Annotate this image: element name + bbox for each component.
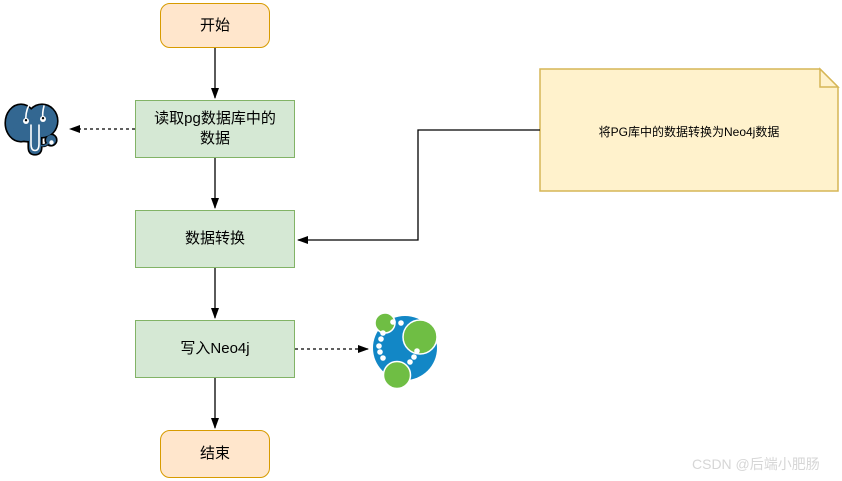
note-text: 将PG库中的数据转换为Neo4j数据 [598,125,780,139]
node-transform[interactable]: 数据转换 [135,210,295,268]
node-end[interactable]: 结束 [160,430,270,478]
node-write-neo4j-label: 写入Neo4j [180,340,250,357]
connector-note-to-transform [297,129,540,244]
node-start[interactable]: 开始 [160,3,270,48]
node-end-label: 结束 [199,445,230,462]
note-shape [539,67,840,192]
neo4j-icon [373,312,438,390]
node-read-pg[interactable]: 读取pg数据库中的数据 [135,100,295,158]
node-start-label: 开始 [199,16,230,34]
watermark: CSDN @后端小肥肠 [692,456,820,472]
node-read-pg-label: 读取pg数据库中的数据 [154,110,276,147]
node-write-neo4j[interactable]: 写入Neo4j [135,320,295,378]
postgresql-icon [4,103,59,156]
node-transform-label: 数据转换 [184,230,245,247]
